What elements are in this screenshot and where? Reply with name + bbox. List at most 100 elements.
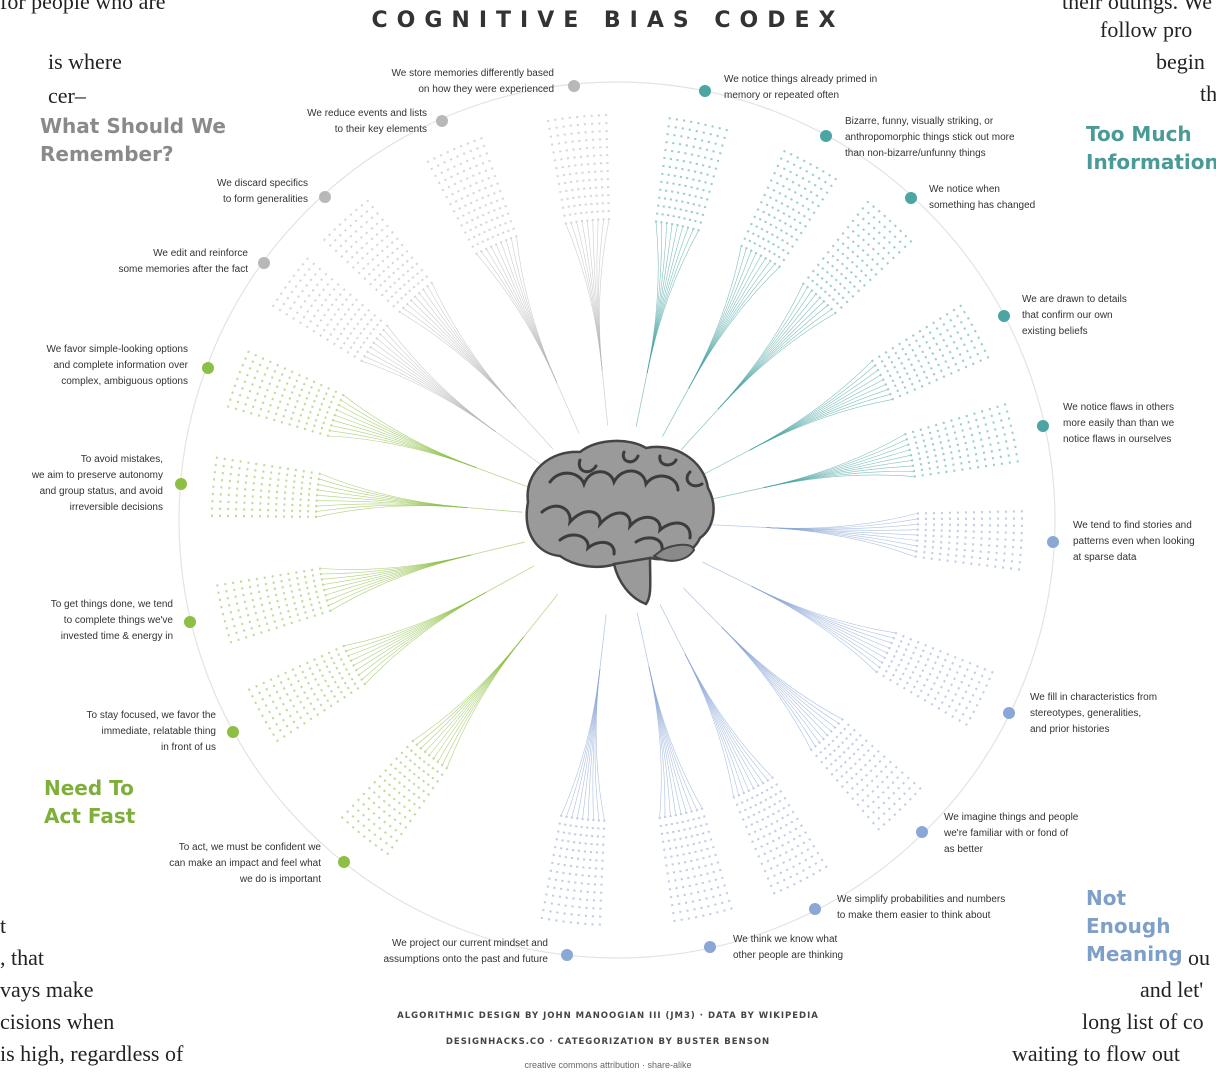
bg-text-right-4: th (1200, 81, 1216, 106)
bias-entry (254, 659, 353, 713)
branch-line (721, 627, 835, 728)
bias-entry (737, 793, 785, 896)
branch-line (766, 524, 918, 530)
bg-text-left-6: vays make (0, 977, 94, 1002)
bias-entry (343, 743, 419, 827)
bias-entry (268, 302, 363, 363)
bias-entry (742, 791, 791, 893)
branch-trunk (556, 382, 580, 434)
branch-line (763, 444, 908, 488)
category-dot (998, 310, 1010, 322)
branch-line (721, 627, 816, 746)
branch-line (339, 405, 477, 468)
branch-line (365, 356, 496, 432)
bias-entry (686, 121, 715, 229)
bias-entry (223, 604, 330, 638)
bias-entry (879, 321, 977, 377)
bias-entry (272, 682, 367, 745)
branch-line (646, 228, 689, 374)
bias-entry (909, 430, 1018, 457)
category-dot (568, 80, 580, 92)
bg-text-left-5: , that (0, 945, 44, 970)
branch-trunk (702, 561, 752, 587)
category-label: We store memories differently based on h… (391, 68, 554, 95)
branch-line (349, 592, 486, 656)
bias-entry (875, 670, 972, 729)
category-label: To avoid mistakes, we aim to preserve au… (31, 454, 163, 513)
bias-entry (444, 147, 493, 248)
category-label: Bizarre, funny, visually striking, or an… (845, 116, 1015, 159)
bias-entry (700, 807, 734, 914)
bias-entry (740, 146, 788, 248)
branch-line (506, 241, 558, 383)
bias-entry (264, 673, 361, 732)
branch-line (648, 666, 697, 810)
branch-line (721, 627, 839, 724)
branch-trunk (636, 612, 650, 667)
category-label: We reduce events and lists to their key … (307, 108, 427, 135)
category-dot (905, 192, 917, 204)
bias-entry (539, 814, 563, 924)
branch-line (717, 309, 832, 410)
category-label: We think we know what other people are t… (733, 934, 844, 961)
branch-trunk (476, 467, 529, 488)
bias-entry (240, 355, 343, 402)
bias-entry (876, 314, 974, 372)
category-dot (338, 856, 350, 868)
bg-text-right-5: ou (1188, 945, 1210, 970)
category-label: We simplify probabilities and numbers to… (837, 894, 1006, 921)
branch-line (320, 473, 468, 508)
bias-entry (217, 588, 326, 617)
branch-line (688, 249, 747, 389)
bias-entry (431, 153, 483, 253)
category-label: To act, we must be confident we can make… (169, 842, 321, 885)
category-dot (319, 191, 331, 203)
branch-line (688, 267, 780, 389)
bg-text-left-8: is high, regardless of (0, 1041, 184, 1066)
category-label: We notice things already primed in memor… (724, 74, 878, 101)
branch-line (343, 395, 477, 468)
bias-entry (471, 135, 513, 240)
branch-line (427, 286, 517, 409)
branch-line (751, 586, 882, 663)
branch-trunk (709, 487, 764, 500)
category-label: We are drawn to details that confirm our… (1022, 294, 1127, 337)
bias-entry (888, 646, 989, 696)
category-dot (227, 726, 239, 738)
bias-entry (597, 110, 605, 221)
branch-line (646, 231, 699, 374)
branch-line (516, 237, 558, 383)
category-label: We project our current mindset and assum… (383, 938, 548, 965)
branch-line (387, 326, 496, 432)
branch-line (380, 334, 496, 432)
category-label: We edit and reinforce some memories afte… (118, 248, 249, 275)
branch-line (749, 361, 872, 451)
branch-line (446, 637, 524, 768)
bias-entry (604, 110, 611, 221)
quadrant-label-need-to-act-fast: Need To Act Fast (44, 776, 136, 828)
bg-text-left-7: cisions when (0, 1009, 115, 1034)
quadrant-label-too-much-information: Too Much Information (1086, 122, 1216, 174)
branch-trunk (700, 449, 750, 477)
bg-text-right-8: waiting to flow out (1012, 1041, 1181, 1066)
bias-entry (575, 111, 589, 222)
category-dot (916, 826, 928, 838)
bias-entry (337, 739, 415, 822)
bias-entry (885, 651, 986, 703)
branch-line (571, 668, 601, 817)
bias-entry (825, 733, 905, 814)
bias-entry (768, 166, 827, 263)
bias-entry (225, 609, 332, 645)
bias-entry (679, 812, 706, 921)
category-dot (1047, 536, 1059, 548)
bias-entry (881, 327, 981, 382)
bias-entry (916, 510, 1027, 515)
bias-entry (244, 644, 346, 693)
bias-entry (752, 786, 804, 886)
branch-line (648, 666, 662, 818)
bias-entry (330, 225, 409, 306)
bias-entry (207, 499, 318, 508)
bias-entry (243, 348, 345, 397)
bias-entry (908, 423, 1016, 452)
bias-entry (904, 402, 1011, 436)
